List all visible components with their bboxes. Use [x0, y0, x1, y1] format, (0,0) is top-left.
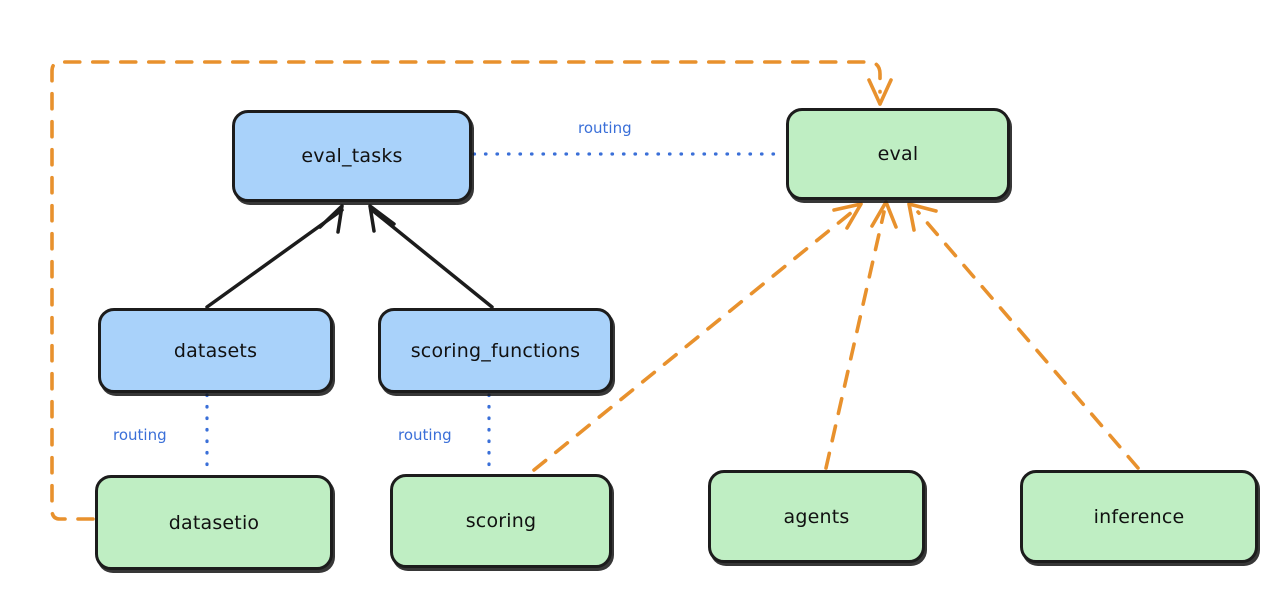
edge-datasets-to-eval_tasks — [205, 204, 344, 309]
edge-label-routing-datasetio: routing — [113, 426, 167, 444]
node-label: agents — [783, 505, 850, 528]
node-agents[interactable]: agents — [708, 470, 925, 563]
node-label: scoring_functions — [410, 339, 581, 362]
node-label: datasetio — [168, 511, 260, 534]
edge-datasetio-to-eval — [50, 60, 893, 521]
node-label: datasets — [173, 339, 258, 362]
edge-label-routing-scoring: routing — [398, 426, 452, 444]
node-datasets[interactable]: datasets — [98, 308, 333, 393]
node-scoring[interactable]: scoring — [390, 474, 612, 568]
node-eval-tasks[interactable]: eval_tasks — [232, 110, 472, 202]
node-label: scoring — [465, 510, 537, 532]
node-datasetio[interactable]: datasetio — [95, 475, 333, 570]
edge-agents-to-eval — [824, 200, 898, 470]
edge-inference-to-eval — [907, 202, 1140, 470]
node-label: inference — [1093, 505, 1185, 528]
node-label: eval_tasks — [301, 145, 403, 167]
edge-scoring-to-eval — [532, 202, 863, 472]
node-eval[interactable]: eval — [786, 108, 1010, 200]
edge-scoring_functions-to-eval_tasks — [368, 204, 494, 309]
node-scoring-functions[interactable]: scoring_functions — [378, 308, 613, 393]
edge-label-routing-eval: routing — [578, 119, 632, 137]
node-label: eval — [877, 143, 919, 165]
node-inference[interactable]: inference — [1020, 470, 1258, 563]
